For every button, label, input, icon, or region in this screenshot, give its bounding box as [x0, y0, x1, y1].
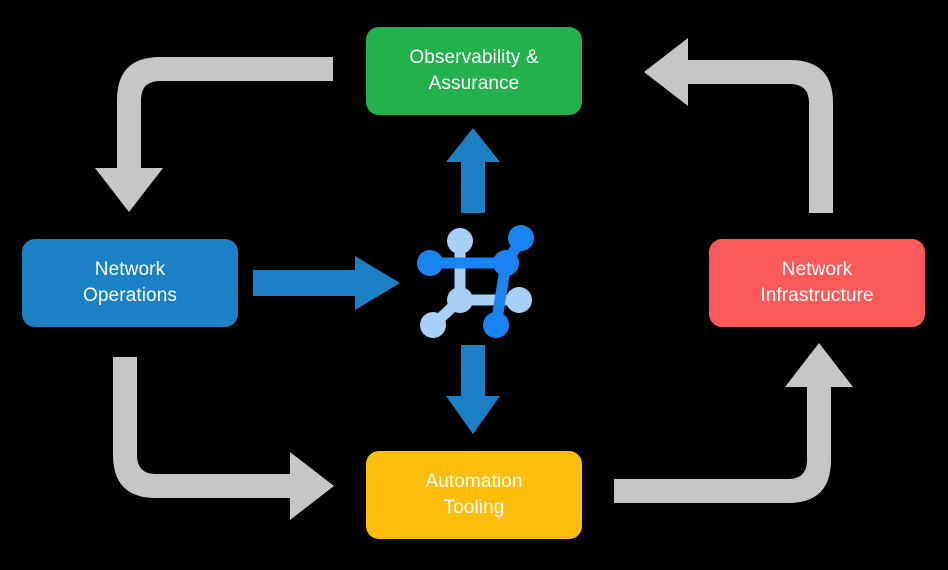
box-operations-label: Network Operations — [83, 259, 177, 306]
box-network-infrastructure[interactable]: Network Infrastructure — [709, 239, 925, 327]
arrow-center-to-automation — [446, 345, 500, 434]
arrow-automation-to-infrastructure — [614, 343, 853, 503]
network-icon-nodes — [417, 225, 534, 338]
arrow-center-to-observability — [446, 128, 500, 213]
arrow-observability-to-operations — [95, 57, 333, 212]
box-observability-label: Observability & Assurance — [409, 47, 539, 94]
box-automation-label: Automation Tooling — [425, 471, 523, 518]
arrow-operations-to-automation — [113, 357, 334, 520]
box-network-operations[interactable]: Network Operations — [22, 239, 238, 327]
arrow-infrastructure-to-observability — [644, 38, 833, 213]
arrow-operations-to-center — [253, 256, 400, 310]
box-automation-tooling[interactable]: Automation Tooling — [366, 451, 582, 539]
box-infrastructure-label: Network Infrastructure — [760, 259, 874, 306]
box-observability-assurance[interactable]: Observability & Assurance — [366, 27, 582, 115]
